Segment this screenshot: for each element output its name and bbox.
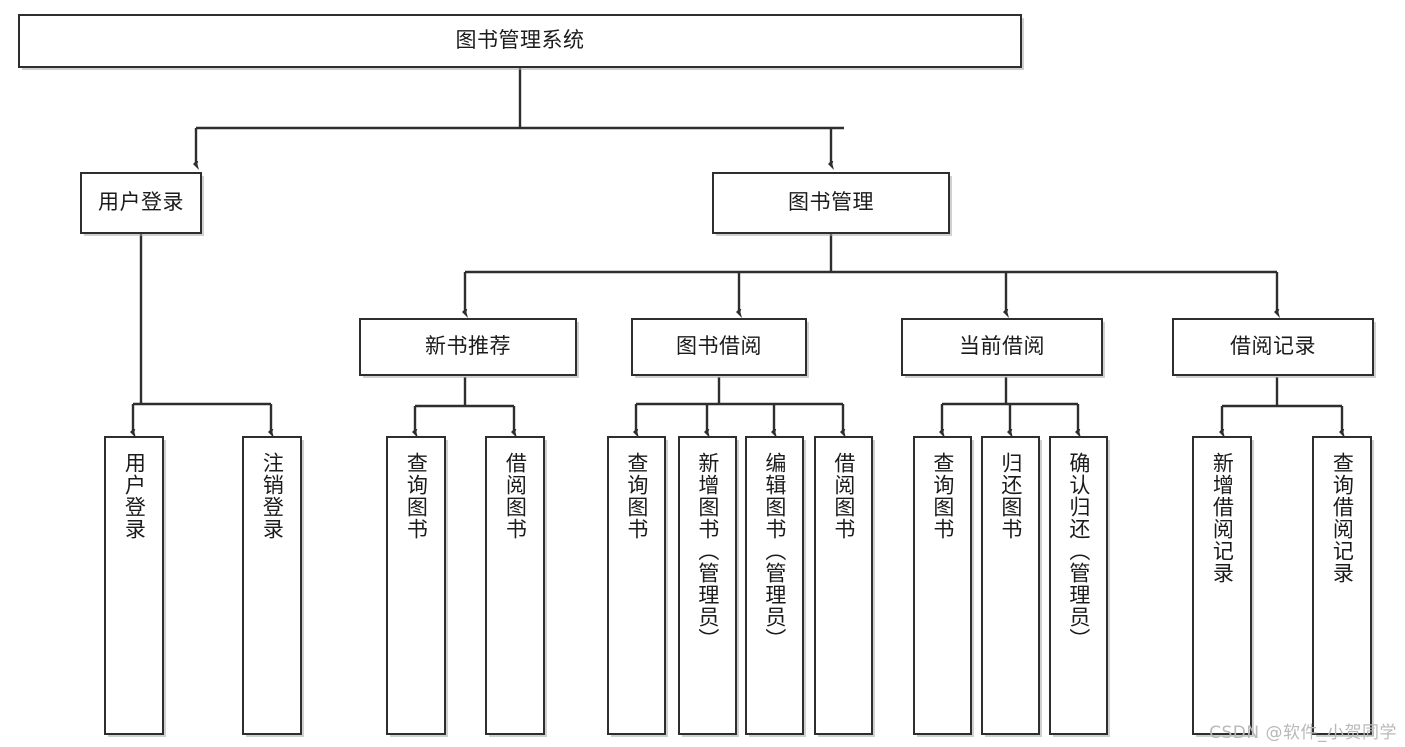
node-leaf-confirm-return-label: 确认归还（管理员） xyxy=(1066,452,1091,650)
node-leaf-edit-book-label: 编辑图书（管理员） xyxy=(762,452,787,650)
node-leaf-query-book-2-label: 查询图书 xyxy=(624,452,649,540)
node-leaf-add-book-label: 新增图书（管理员） xyxy=(695,452,720,650)
node-leaf-query-book-3-label: 查询图书 xyxy=(930,452,955,540)
node-leaf-borrow-book-2-label: 借阅图书 xyxy=(831,452,856,540)
node-leaf-query-book-1-label: 查询图书 xyxy=(404,452,429,540)
node-new-book-recommend[interactable]: 新书推荐 xyxy=(359,318,577,376)
node-book-borrow-label: 图书借阅 xyxy=(676,334,762,359)
node-leaf-add-book[interactable]: 新增图书（管理员） xyxy=(678,436,737,735)
node-leaf-edit-book[interactable]: 编辑图书（管理员） xyxy=(745,436,804,735)
node-root-label: 图书管理系统 xyxy=(455,28,585,53)
node-leaf-add-record-label: 新增借阅记录 xyxy=(1210,452,1235,584)
node-leaf-query-book-1[interactable]: 查询图书 xyxy=(386,436,446,735)
node-leaf-logout[interactable]: 注销登录 xyxy=(242,436,302,735)
node-leaf-return-book[interactable]: 归还图书 xyxy=(981,436,1040,735)
node-leaf-user-login-label: 用户登录 xyxy=(122,452,147,540)
node-leaf-borrow-book-1-label: 借阅图书 xyxy=(503,452,528,540)
node-borrow-record-label: 借阅记录 xyxy=(1230,334,1316,359)
node-leaf-borrow-book-2[interactable]: 借阅图书 xyxy=(814,436,873,735)
node-leaf-query-book-2[interactable]: 查询图书 xyxy=(607,436,666,735)
node-leaf-borrow-book-1[interactable]: 借阅图书 xyxy=(485,436,545,735)
node-leaf-query-book-3[interactable]: 查询图书 xyxy=(913,436,972,735)
node-user-login[interactable]: 用户登录 xyxy=(80,172,202,234)
node-current-borrow[interactable]: 当前借阅 xyxy=(901,318,1103,376)
node-current-borrow-label: 当前借阅 xyxy=(959,334,1045,359)
node-borrow-record[interactable]: 借阅记录 xyxy=(1172,318,1374,376)
node-new-book-recommend-label: 新书推荐 xyxy=(425,334,511,359)
node-leaf-user-login[interactable]: 用户登录 xyxy=(104,436,164,735)
node-leaf-add-record[interactable]: 新增借阅记录 xyxy=(1192,436,1252,735)
node-leaf-return-book-label: 归还图书 xyxy=(998,452,1023,540)
node-user-login-label: 用户登录 xyxy=(98,190,184,215)
node-leaf-confirm-return[interactable]: 确认归还（管理员） xyxy=(1049,436,1108,735)
node-leaf-query-record[interactable]: 查询借阅记录 xyxy=(1312,436,1372,735)
node-leaf-query-record-label: 查询借阅记录 xyxy=(1330,452,1355,584)
node-leaf-logout-label: 注销登录 xyxy=(260,452,285,540)
node-book-borrow[interactable]: 图书借阅 xyxy=(631,318,807,376)
node-root[interactable]: 图书管理系统 xyxy=(18,14,1022,68)
watermark: CSDN @软件_小贺同学 xyxy=(1209,723,1397,743)
node-book-manage-label: 图书管理 xyxy=(788,190,874,215)
node-book-manage[interactable]: 图书管理 xyxy=(712,172,950,234)
